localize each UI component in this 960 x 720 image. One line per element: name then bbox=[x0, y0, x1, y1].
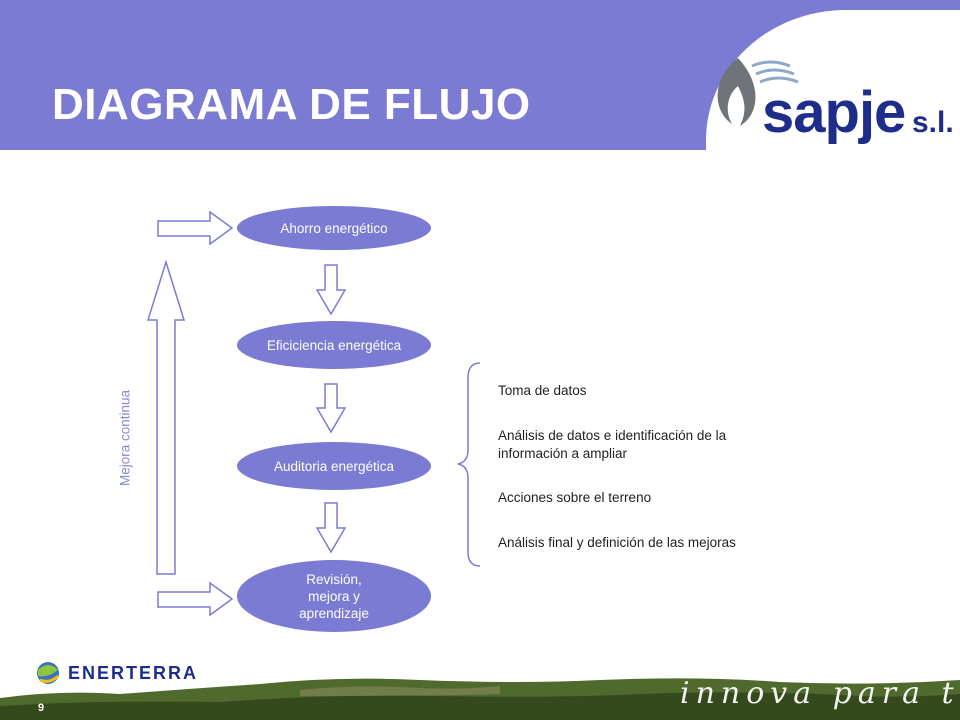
step-item-3: Acciones sobre el terreno bbox=[498, 490, 652, 505]
arrow-right-top bbox=[157, 210, 234, 246]
arrow-up-loop bbox=[146, 259, 186, 575]
arrow-down-1 bbox=[315, 264, 347, 316]
arrow-down-2 bbox=[315, 383, 347, 434]
page-title: DIAGRAMA DE FLUJO bbox=[52, 80, 531, 129]
step-item-4: Análisis final y definición de las mejor… bbox=[498, 535, 736, 550]
step-item-2: Análisis de datos e identificación de la… bbox=[498, 428, 727, 461]
sapje-logo-text: sapje bbox=[762, 80, 906, 145]
sapje-logo-suffix: s.l. bbox=[912, 106, 954, 139]
enerterra-logo-text: ENERTERRA bbox=[68, 663, 199, 683]
curly-brace bbox=[457, 362, 481, 567]
flow-node-auditoria: Auditoria energética bbox=[237, 442, 431, 490]
arrow-right-bottom bbox=[157, 581, 234, 617]
flow-node-revision: Revisión, mejora y aprendizaje bbox=[237, 560, 431, 632]
step-item-1: Toma de datos bbox=[498, 383, 587, 398]
page-number: 9 bbox=[38, 702, 45, 714]
flow-node-eficiencia: Eficiciencia energética bbox=[237, 321, 431, 369]
flow-node-ahorro: Ahorro energético bbox=[237, 206, 431, 250]
arrow-down-3 bbox=[315, 502, 347, 554]
slogan: innova para ti bbox=[680, 676, 960, 711]
